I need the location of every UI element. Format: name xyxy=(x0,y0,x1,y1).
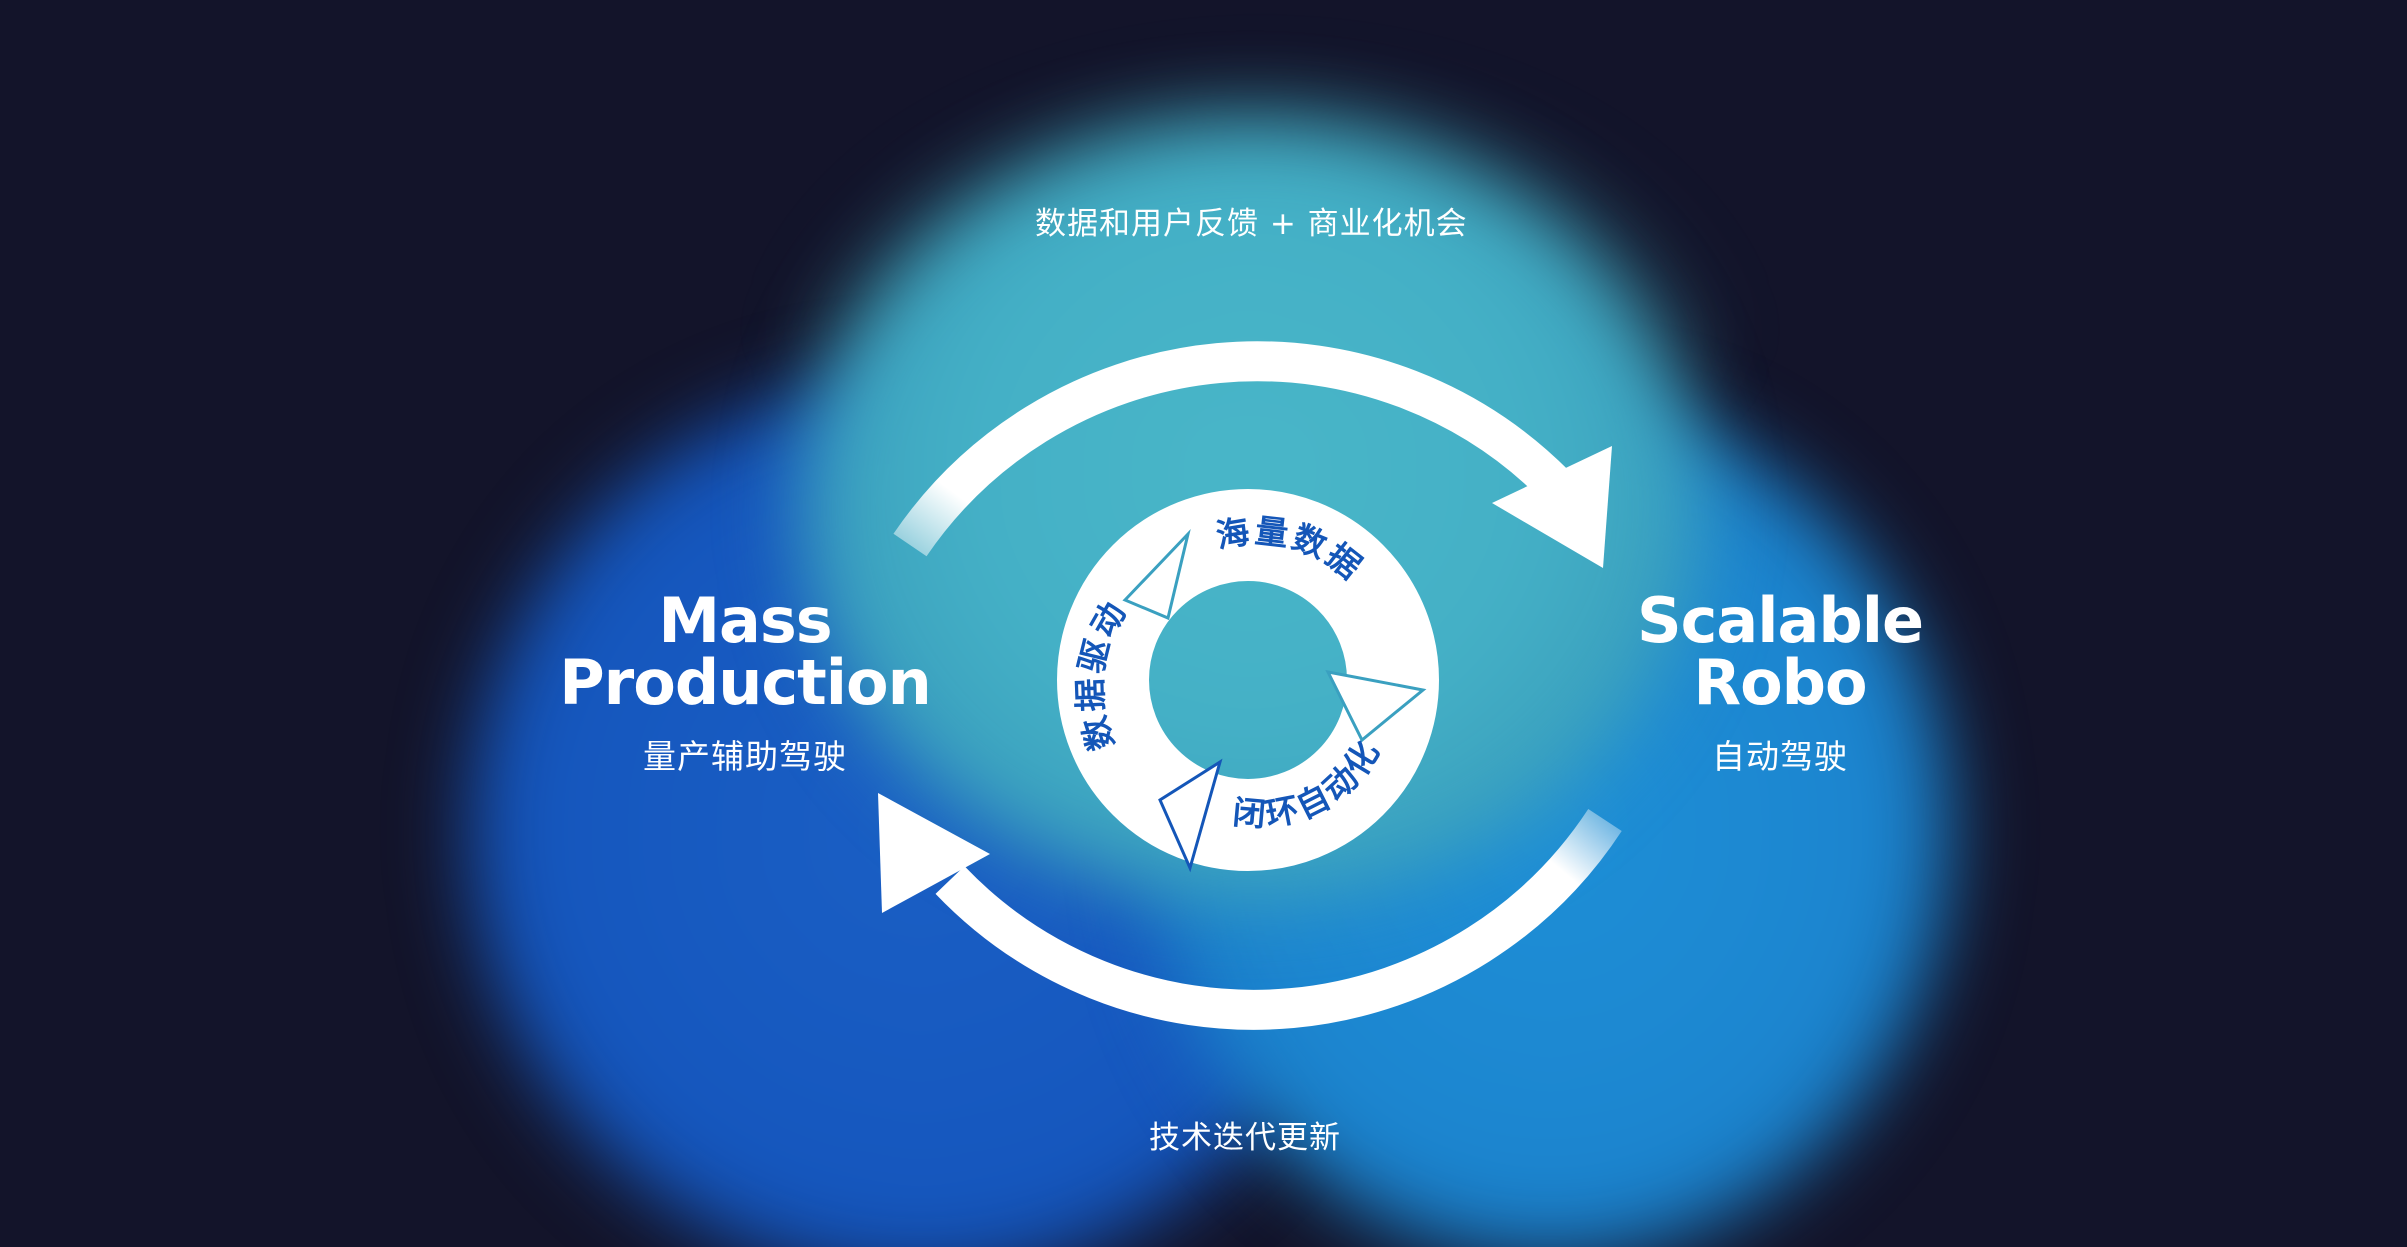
node-right-title-line1: Scalable xyxy=(1636,584,1924,657)
node-right-title-line2: Robo xyxy=(1693,646,1867,719)
node-left-subtitle: 量产辅助驾驶 xyxy=(643,737,847,776)
inner-arrow-tip-right xyxy=(1325,669,1427,743)
inner-cycle-ring xyxy=(1057,489,1439,873)
node-scalable-robo: Scalable Robo 自动驾驶 xyxy=(1580,590,1980,778)
outer-arrow-bottom-head xyxy=(878,793,990,913)
inner-arrow-tip-bottom xyxy=(1158,758,1223,873)
outer-arrow-bottom-body xyxy=(935,809,1622,1030)
outer-top-caption: 数据和用户反馈 + 商业化机会 xyxy=(1035,206,1468,242)
inner-arrow-tip-top xyxy=(1122,528,1191,621)
outer-bottom-caption: 技术迭代更新 xyxy=(1149,1120,1341,1156)
outer-arrow-top-head xyxy=(1492,446,1612,568)
node-right-subtitle: 自动驾驶 xyxy=(1712,737,1848,776)
outer-arrow-top-body xyxy=(893,341,1570,557)
node-mass-production: Mass Production 量产辅助驾驶 xyxy=(545,590,945,778)
node-left-title-line1: Mass xyxy=(658,584,832,657)
node-left-title-line2: Production xyxy=(559,646,932,719)
